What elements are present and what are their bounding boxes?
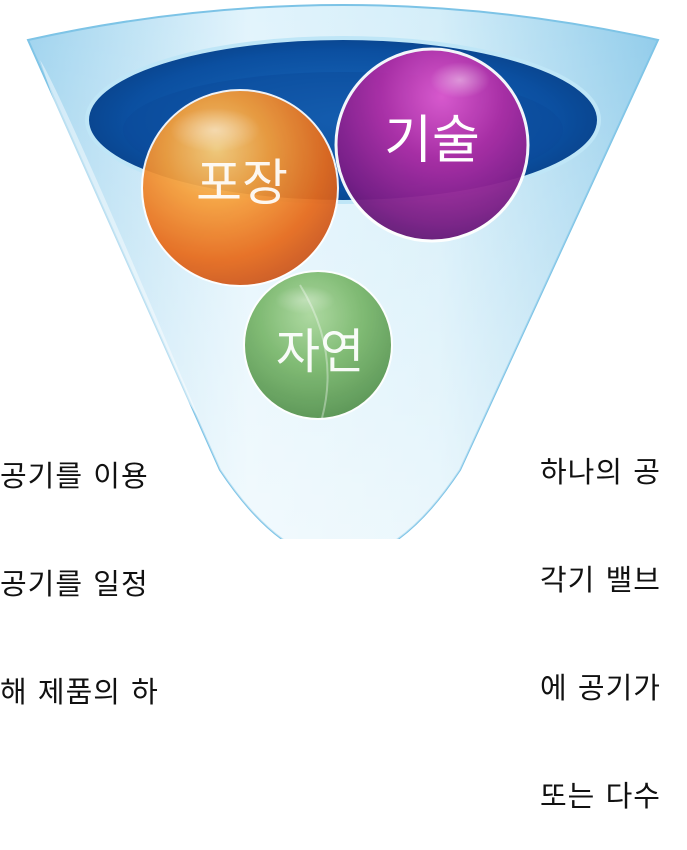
left-caption: 공기를 이용 공기를 일정 해 제품의 하 [0, 386, 159, 746]
left-caption-line: 공기를 일정 [0, 567, 149, 601]
ball-nature: 자연 [243, 270, 393, 420]
funnel-diagram: 포장 기술 자연 [26, 4, 660, 539]
ball-label-technology: 기술 [384, 111, 480, 171]
right-caption-line: 에 공기가 [540, 671, 661, 705]
left-caption-line: 해 제품의 하 [0, 675, 159, 709]
ball-label-packaging: 포장 [196, 154, 288, 212]
left-caption-line: 공기를 이용 [0, 459, 149, 493]
right-caption-line: 각기 밸브 [540, 563, 661, 597]
ball-packaging: 포장 [141, 89, 339, 287]
right-caption-line: 하나의 공 [540, 455, 661, 489]
ball-technology: 기술 [334, 47, 530, 243]
ball-label-nature: 자연 [276, 324, 364, 380]
right-caption: 하나의 공 각기 밸브 에 공기가 또는 다수 [540, 382, 661, 850]
right-caption-line: 또는 다수 [540, 779, 661, 813]
